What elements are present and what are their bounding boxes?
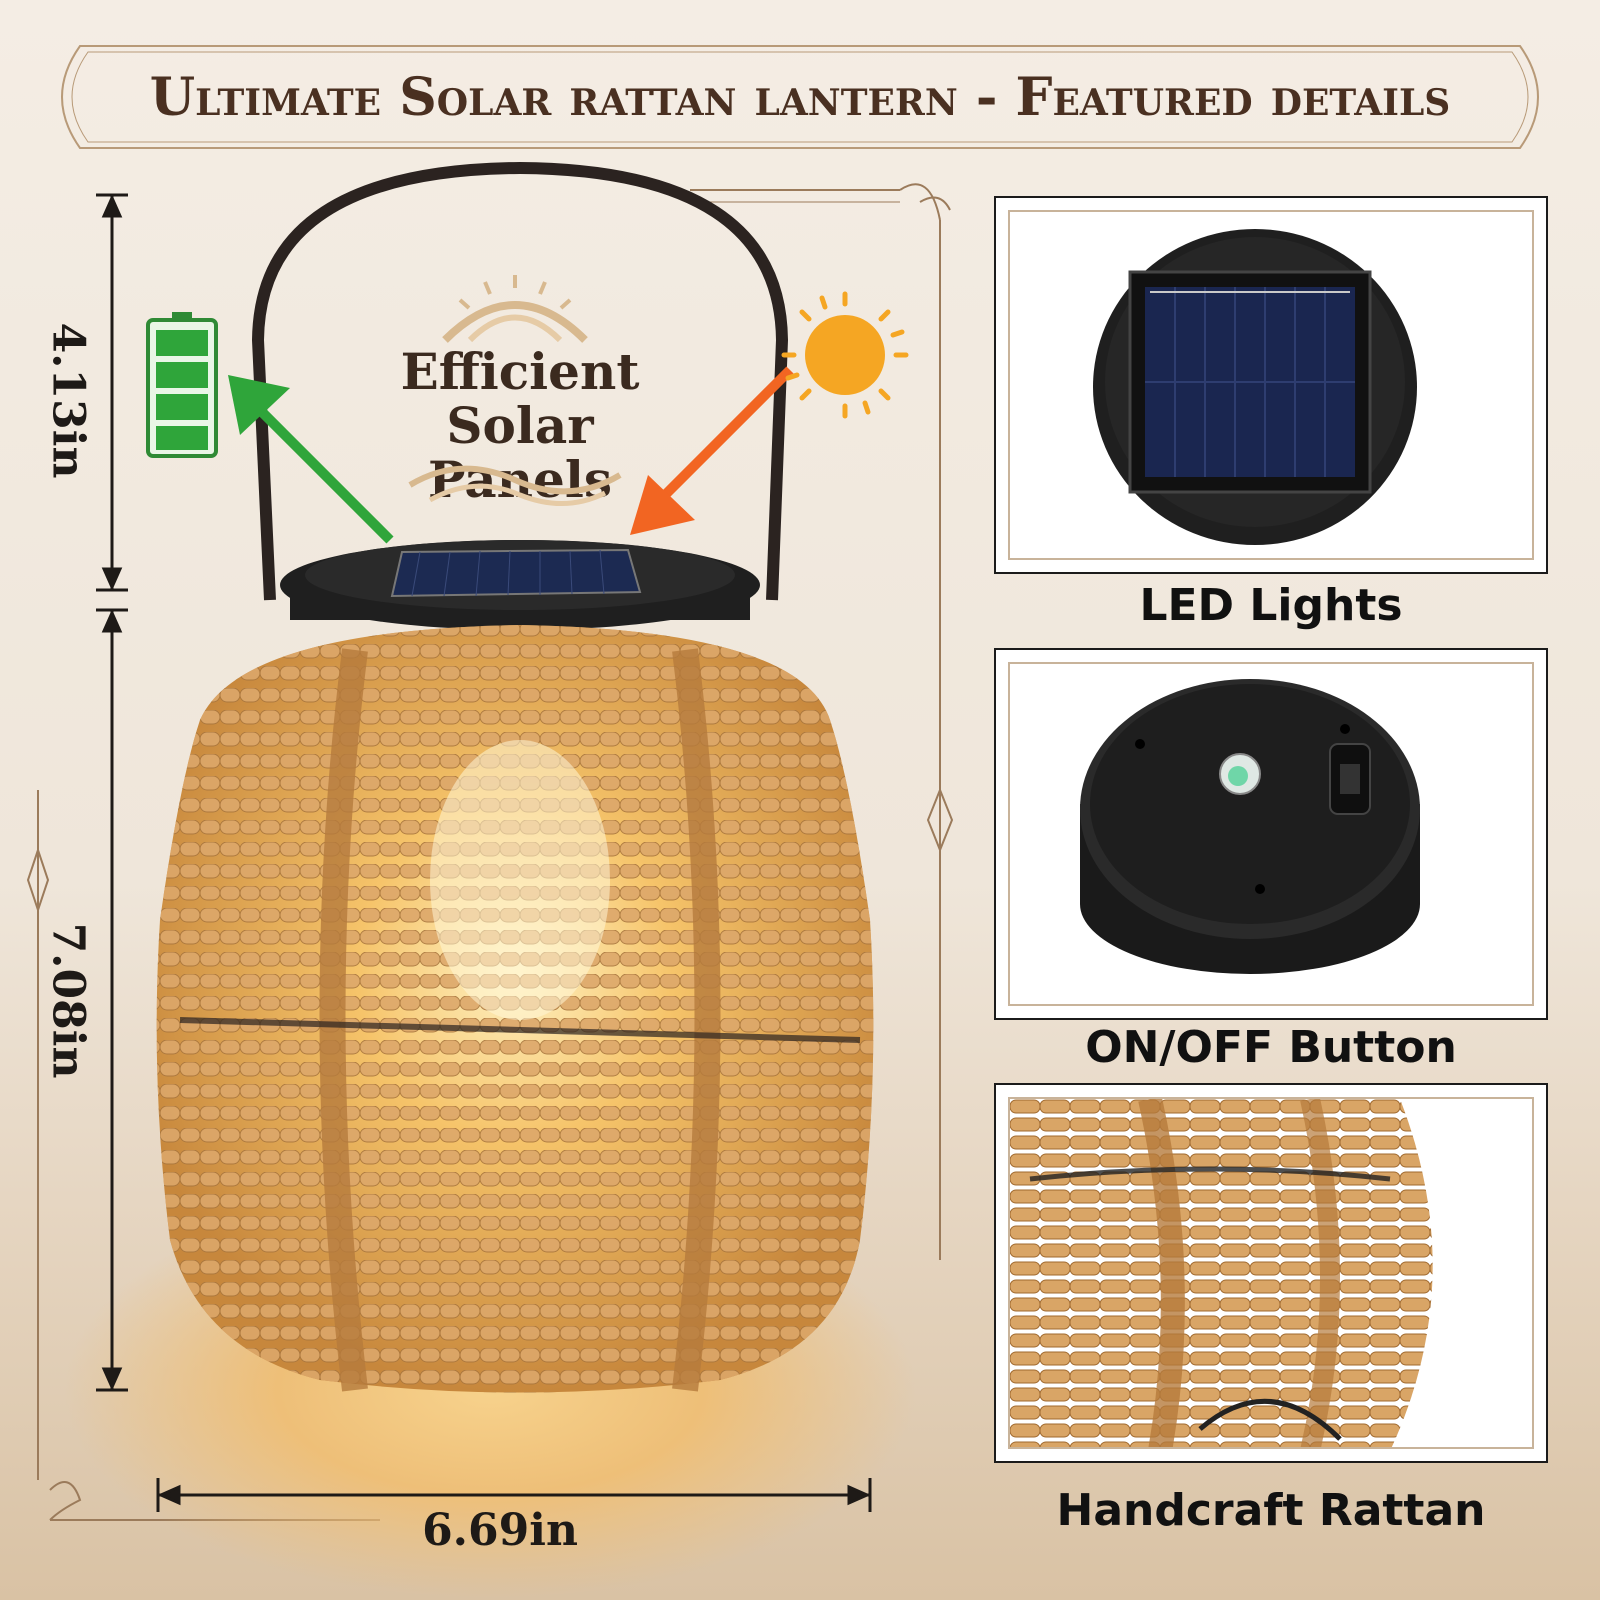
detail-panel-rattan xyxy=(994,1083,1548,1463)
title-banner-frame xyxy=(61,45,1539,149)
sun-icon xyxy=(781,291,909,419)
solar-label-line2: Solar Panels xyxy=(428,396,612,509)
efficient-solar-panels-label: Efficient Solar Panels xyxy=(350,345,690,507)
dimension-lines xyxy=(96,193,872,1512)
solar-label-line1: Efficient xyxy=(400,342,640,401)
page-title: Ultimate Solar rattan lantern - Featured… xyxy=(149,66,1451,128)
width-label: 6.69in xyxy=(422,1505,578,1556)
top-solar-panel xyxy=(390,548,642,598)
caption-on-off-button: ON/OFF Button xyxy=(1085,1022,1457,1073)
wave-ornament xyxy=(408,465,622,506)
led-bulb-closeup xyxy=(1080,679,1420,974)
solar-panel-closeup xyxy=(1093,229,1417,545)
body-height-label: 7.08in xyxy=(42,922,94,1079)
caption-handcraft-rattan: Handcraft Rattan xyxy=(1056,1485,1486,1536)
bulb-glow xyxy=(430,740,610,1020)
lantern-handle xyxy=(251,161,789,601)
battery-full-icon xyxy=(146,312,218,458)
sunrise-ornament xyxy=(442,275,588,343)
caption-led-lights: LED Lights xyxy=(1139,580,1403,631)
detail-panel-solar xyxy=(994,196,1548,574)
detail-panel-bulb xyxy=(994,648,1548,1020)
top-height-label: 4.13in xyxy=(42,322,94,479)
rattan-weave-closeup xyxy=(1010,1099,1433,1447)
rattan-lantern xyxy=(156,161,874,1393)
charging-arrows xyxy=(228,366,794,544)
